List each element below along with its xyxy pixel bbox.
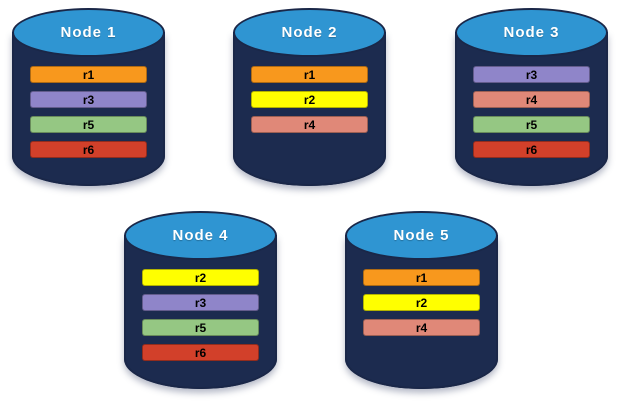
- replica-bar[interactable]: r3: [473, 66, 590, 83]
- replica-bar[interactable]: r6: [473, 141, 590, 158]
- replica-bar[interactable]: r3: [30, 91, 147, 108]
- replica-bar[interactable]: r4: [473, 91, 590, 108]
- replica-list: r3 r4 r5 r6: [455, 66, 608, 158]
- replica-bar[interactable]: r6: [142, 344, 259, 361]
- replica-bar[interactable]: r6: [30, 141, 147, 158]
- replica-bar[interactable]: r5: [473, 116, 590, 133]
- replica-bar[interactable]: r2: [251, 91, 368, 108]
- replica-bar[interactable]: r5: [30, 116, 147, 133]
- replica-list: r1 r2 r4: [345, 269, 498, 336]
- replica-bar[interactable]: r1: [251, 66, 368, 83]
- database-node-3[interactable]: Node 3 r3 r4 r5 r6: [455, 8, 608, 186]
- cylinder-top-icon: Node 3: [455, 8, 608, 57]
- cylinder-top-icon: Node 2: [233, 8, 386, 57]
- cylinder-body: [233, 32, 386, 186]
- replica-bar[interactable]: r4: [251, 116, 368, 133]
- cylinder-body: [12, 32, 165, 186]
- node-title: Node 5: [393, 227, 450, 244]
- cylinder-top-icon: Node 5: [345, 211, 498, 260]
- replica-bar[interactable]: r5: [142, 319, 259, 336]
- cylinder-body: [455, 32, 608, 186]
- replica-bar[interactable]: r2: [363, 294, 480, 311]
- database-node-4[interactable]: Node 4 r2 r3 r5 r6: [124, 211, 277, 389]
- node-title: Node 3: [503, 24, 560, 41]
- replica-list: r1 r3 r5 r6: [12, 66, 165, 158]
- cylinder-top-icon: Node 4: [124, 211, 277, 260]
- database-node-5[interactable]: Node 5 r1 r2 r4: [345, 211, 498, 389]
- replica-bar[interactable]: r3: [142, 294, 259, 311]
- node-title: Node 1: [60, 24, 117, 41]
- replica-list: r2 r3 r5 r6: [124, 269, 277, 361]
- replica-list: r1 r2 r4: [233, 66, 386, 133]
- replica-bar[interactable]: r4: [363, 319, 480, 336]
- node-title: Node 4: [172, 227, 229, 244]
- cylinder-body: [124, 235, 277, 389]
- database-node-1[interactable]: Node 1 r1 r3 r5 r6: [12, 8, 165, 186]
- replica-bar[interactable]: r1: [363, 269, 480, 286]
- cylinder-body: [345, 235, 498, 389]
- node-title: Node 2: [281, 24, 338, 41]
- cylinder-top-icon: Node 1: [12, 8, 165, 57]
- replica-bar[interactable]: r2: [142, 269, 259, 286]
- replica-bar[interactable]: r1: [30, 66, 147, 83]
- database-node-2[interactable]: Node 2 r1 r2 r4: [233, 8, 386, 186]
